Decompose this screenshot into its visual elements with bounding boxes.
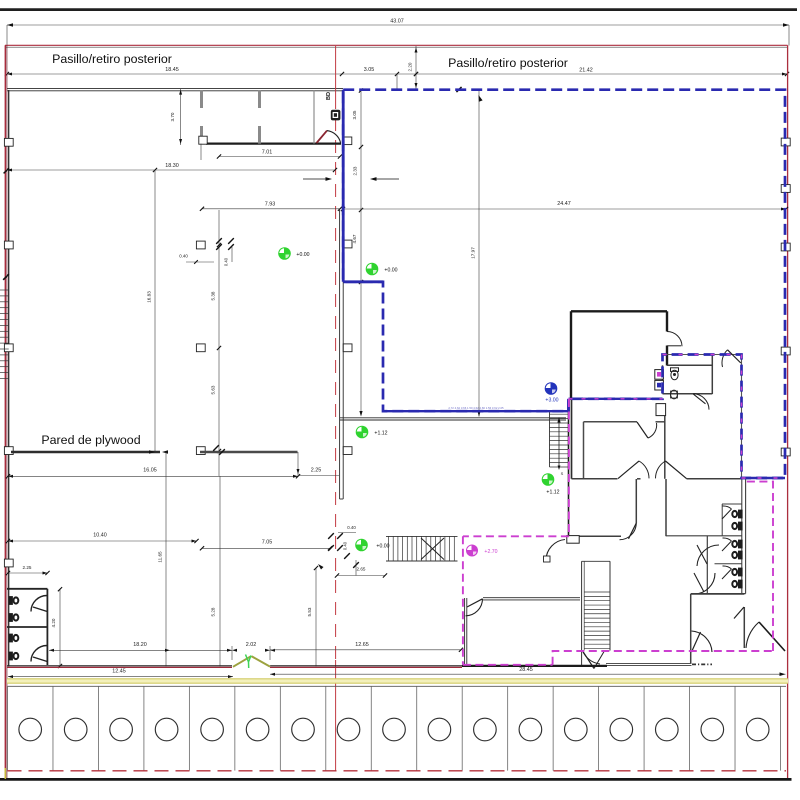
- svg-text:2.25: 2.25: [23, 565, 32, 570]
- svg-text:18.30: 18.30: [165, 163, 179, 169]
- svg-text:5.53: 5.53: [307, 607, 312, 616]
- svg-text:21.42: 21.42: [579, 68, 593, 74]
- svg-text:BD: BD: [326, 92, 332, 100]
- svg-text:2.20: 2.20: [408, 62, 413, 71]
- svg-text:7.93: 7.93: [265, 202, 276, 208]
- svg-text:18.45: 18.45: [165, 67, 179, 73]
- svg-text:5.63: 5.63: [211, 385, 216, 394]
- svg-text:+0.00: +0.00: [384, 268, 397, 274]
- svg-text:12.65: 12.65: [355, 642, 369, 648]
- svg-text:2.72 4.62 3.66 1.50 4.62 2.66: 2.72 4.62 3.66 1.50 4.62 2.66 1.56 3.62 …: [448, 406, 504, 410]
- svg-text:16.83: 16.83: [147, 291, 152, 303]
- svg-text:0.40: 0.40: [179, 254, 188, 259]
- svg-text:Pared de plywood: Pared de plywood: [41, 433, 140, 447]
- svg-text:18.20: 18.20: [133, 642, 147, 648]
- svg-text:7.01: 7.01: [262, 150, 273, 156]
- svg-text:3.70: 3.70: [170, 112, 175, 121]
- svg-text:5.28: 5.28: [211, 607, 216, 616]
- svg-text:5.38: 5.38: [211, 291, 216, 300]
- svg-text:4.20: 4.20: [51, 618, 56, 627]
- svg-text:3.05: 3.05: [364, 67, 375, 73]
- svg-text:3.05: 3.05: [352, 110, 357, 119]
- svg-text:+2.70: +2.70: [484, 549, 497, 555]
- svg-text:11.65: 11.65: [158, 551, 163, 563]
- svg-text:2.25: 2.25: [311, 468, 322, 474]
- svg-text:2.02: 2.02: [246, 642, 257, 648]
- svg-text:+3.00: +3.00: [545, 398, 558, 404]
- svg-text:0.40: 0.40: [343, 541, 348, 550]
- svg-text:+0.00: +0.00: [376, 544, 389, 550]
- svg-text:Pasillo/retiro posterior: Pasillo/retiro posterior: [52, 52, 172, 66]
- svg-text:+1.12: +1.12: [374, 431, 387, 437]
- svg-text:10.40: 10.40: [93, 533, 107, 539]
- svg-text:43.07: 43.07: [390, 19, 404, 25]
- svg-text:7.05: 7.05: [262, 540, 273, 546]
- svg-text:0.40: 0.40: [347, 525, 356, 530]
- svg-text:+1.12: +1.12: [546, 490, 559, 496]
- svg-text:0.40: 0.40: [224, 257, 229, 266]
- svg-text:24.47: 24.47: [557, 201, 571, 207]
- svg-text:28.45: 28.45: [519, 667, 533, 673]
- svg-text:S: S: [561, 471, 564, 476]
- svg-text:Pasillo/retiro posterior: Pasillo/retiro posterior: [448, 56, 568, 70]
- svg-text:4.67: 4.67: [352, 234, 357, 243]
- svg-text:12.45: 12.45: [112, 669, 126, 675]
- svg-text:16.05: 16.05: [143, 468, 157, 474]
- svg-text:2.65: 2.65: [357, 567, 366, 572]
- svg-text:2.33: 2.33: [353, 166, 358, 175]
- svg-text:+0.00: +0.00: [296, 252, 309, 258]
- svg-text:17.97: 17.97: [471, 247, 476, 259]
